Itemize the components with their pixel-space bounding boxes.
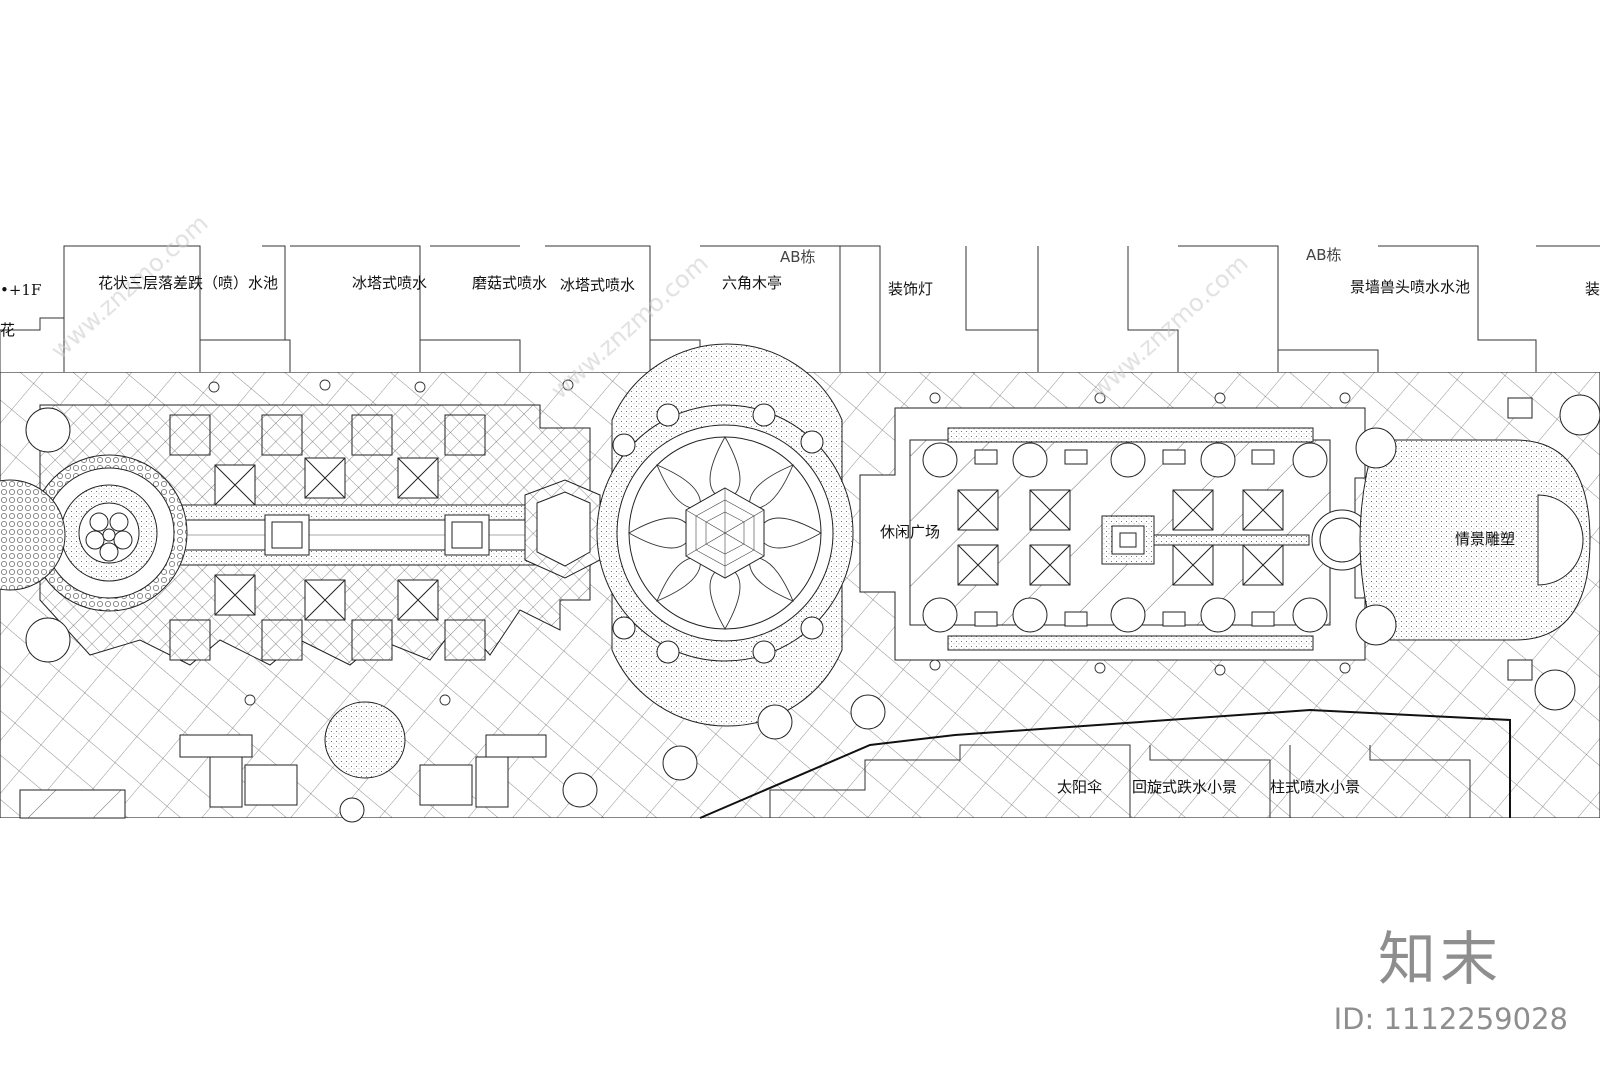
label-flower-pool: 花状三层落差跌（喷）水池 [98,274,279,292]
label-building-ab-2: AB栋 [1306,246,1342,264]
watermark-brand: 知末 [1377,925,1502,993]
label-ice-tower-2: 冰塔式喷水 [560,276,636,294]
label-sculpture: 情景雕塑 [1455,530,1516,548]
label-mushroom: 磨菇式喷水 [472,274,548,292]
label-building-ab-1: AB栋 [780,248,816,266]
label-hex-pavilion: 六角木亭 [722,274,783,292]
label-deco-light: 装饰灯 [888,280,934,298]
label-column-fountain: 柱式喷水小景 [1270,778,1361,796]
label-partial-right: 装 [1585,280,1600,298]
label-ice-tower-1: 冰塔式喷水 [352,274,428,292]
label-leisure-plaza: 休闲广场 [880,523,941,541]
watermark-id: ID: 1112259028 [1333,1002,1568,1036]
building-outlines-bottom [699,708,1511,819]
label-partial-left-mid: 花 [0,321,16,339]
leisure-plaza [859,407,1373,661]
label-partial-left-top: •+1F [0,281,42,299]
sculpture-area [1355,394,1600,711]
fountain-garden [0,404,601,666]
building-outlines-top [0,245,1600,372]
label-sun-umbrella: 太阳伞 [1057,778,1103,796]
decorative-lights [208,379,1351,706]
label-spiral-fall: 回旋式跌水小景 [1132,778,1238,796]
central-rotunda [596,343,854,727]
label-beast-wall: 景墙兽头喷水水池 [1350,278,1471,296]
lower-features [19,694,886,823]
